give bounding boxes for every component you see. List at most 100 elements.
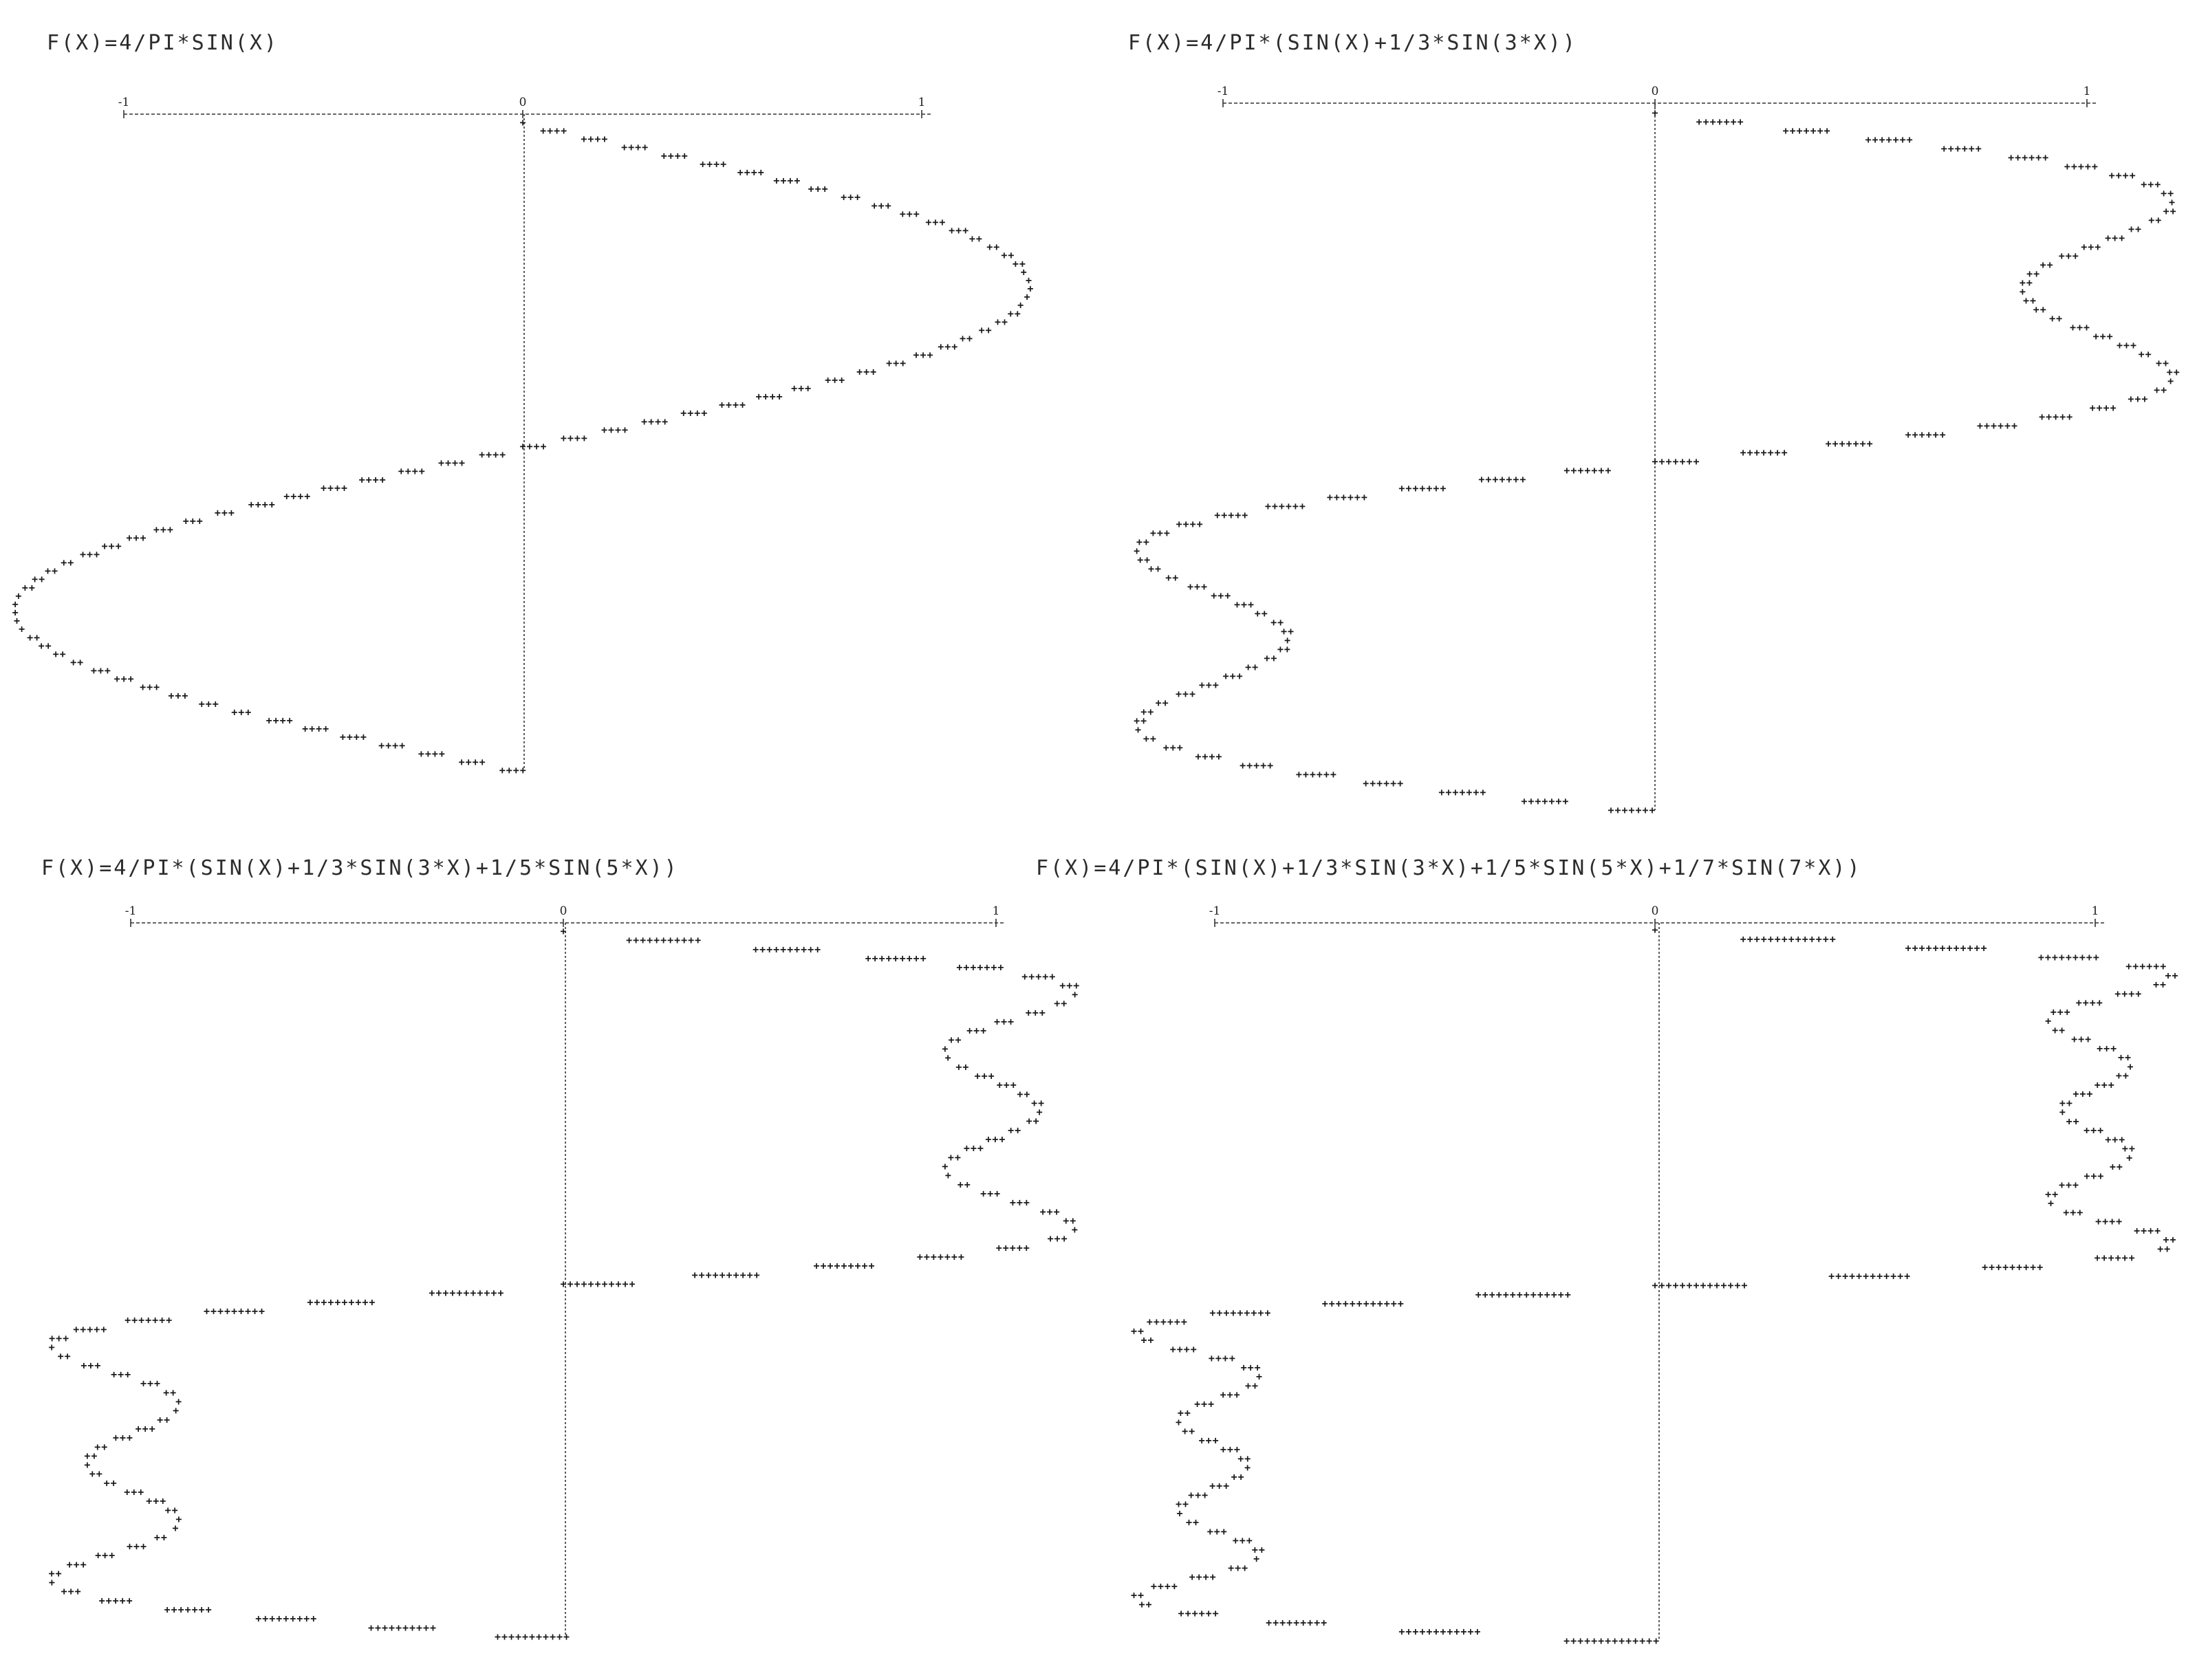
- plot-point: +: [1710, 116, 1716, 128]
- plot-point: +: [1176, 1498, 1182, 1510]
- plot-point: +: [2040, 303, 2046, 316]
- plot-point: +: [1412, 1626, 1418, 1638]
- plot-point: +: [1480, 786, 1486, 798]
- plot-point: +: [2077, 1206, 2083, 1219]
- plot-point: +: [1713, 1279, 1720, 1291]
- plot-point: +: [1252, 1379, 1258, 1392]
- plot-point: +: [1960, 942, 1967, 954]
- plot-point: +: [2059, 1024, 2065, 1036]
- plot-point: +: [1853, 437, 1859, 450]
- plot-point: +: [1189, 1571, 1195, 1583]
- plot-point: +: [111, 1368, 117, 1381]
- plot-point: +: [1810, 124, 1817, 137]
- plot-point: +: [409, 1622, 415, 1634]
- plot-point: +: [2045, 951, 2051, 963]
- plot-point: +: [2086, 951, 2092, 963]
- plot-point: +: [1329, 1298, 1335, 1310]
- plot-point: +: [2090, 1124, 2097, 1137]
- plot-point: +: [2097, 996, 2103, 1009]
- plot-point: +: [1221, 1525, 1227, 1538]
- plot-point: +: [2169, 196, 2175, 208]
- plot-point: +: [1215, 1352, 1222, 1364]
- plot-point: +: [1314, 1617, 1320, 1629]
- plot-point: +: [65, 1350, 71, 1362]
- plot-point: +: [648, 415, 654, 428]
- plot-point: +: [1021, 265, 1027, 278]
- plot-point: +: [893, 952, 899, 965]
- plot-point: +: [2155, 214, 2161, 226]
- plot-point: +: [958, 1251, 964, 1263]
- plot-point: +: [67, 1558, 73, 1571]
- plot-point: +: [228, 507, 235, 519]
- plot-point: +: [822, 183, 828, 195]
- plot-point: +: [1253, 1553, 1259, 1565]
- plot-point: +: [1260, 759, 1266, 772]
- plot-point: +: [321, 1296, 327, 1308]
- plot-point: +: [1989, 1261, 1995, 1274]
- plot-point: +: [310, 1613, 316, 1625]
- plot-point: +: [96, 1468, 102, 1480]
- plot-point: +: [1155, 563, 1161, 575]
- plot-point: +: [133, 532, 139, 544]
- plot-point: +: [152, 1314, 158, 1327]
- plot-point: +: [977, 1142, 984, 1155]
- plot-point: +: [1199, 1434, 1205, 1446]
- plot-point: +: [2059, 1179, 2065, 1191]
- plot-point: +: [841, 1260, 847, 1272]
- plot-point: +: [687, 407, 693, 419]
- plot-point: +: [1828, 1270, 1834, 1283]
- plot-point: +: [661, 149, 667, 162]
- plot-point: +: [39, 640, 45, 652]
- plot-point: +: [1238, 1470, 1244, 1483]
- plot-point: +: [116, 540, 122, 552]
- plot-point: +: [1134, 714, 1140, 727]
- plot-point: +: [1412, 482, 1418, 494]
- plot-point: +: [145, 1314, 151, 1327]
- plot-point: +: [479, 448, 485, 461]
- plot-point: +: [438, 457, 444, 469]
- plot-point: +: [1201, 1397, 1207, 1410]
- plot-point: +: [456, 1287, 462, 1299]
- plot-point: +: [1213, 679, 1219, 691]
- plot-point: +: [153, 1495, 159, 1507]
- plot-point: +: [886, 357, 892, 369]
- plot-point: +: [2097, 402, 2103, 414]
- plot-point: +: [160, 1495, 166, 1507]
- plot-point: +: [2163, 1234, 2169, 1246]
- plot-point: +: [938, 1251, 944, 1263]
- plot-point: +: [89, 1468, 96, 1480]
- plot-point: +: [1279, 1617, 1286, 1629]
- plot-point: +: [756, 391, 762, 403]
- plot-point: +: [495, 1630, 501, 1643]
- plot-point: +: [1830, 932, 1836, 945]
- plot-point: +: [484, 1287, 490, 1299]
- plot-point: +: [1577, 1635, 1583, 1647]
- plot-point: +: [931, 1251, 937, 1263]
- plot-point: +: [621, 141, 627, 153]
- plot-point: +: [1224, 589, 1231, 602]
- plot-point: +: [109, 540, 115, 552]
- plot-point: +: [1131, 1589, 1137, 1602]
- plot-point: +: [1182, 1498, 1189, 1510]
- plot-point: +: [1072, 1223, 1078, 1236]
- plot-point: +: [2064, 160, 2070, 173]
- plot-point: +: [766, 943, 772, 955]
- plot-point: +: [360, 731, 367, 743]
- plot-point: +: [986, 241, 993, 253]
- plot-point: +: [787, 943, 793, 955]
- plot-point: +: [856, 365, 863, 378]
- plot-point: +: [327, 1296, 334, 1308]
- plot-point: +: [841, 191, 847, 204]
- plot-point: +: [594, 133, 600, 145]
- plot-point: +: [951, 1251, 957, 1263]
- plot-point: +: [1323, 768, 1330, 781]
- plot-point: +: [1221, 509, 1227, 521]
- plot-point: +: [1158, 1580, 1164, 1593]
- plot-point: +: [2165, 969, 2171, 981]
- plot-point: +: [1140, 706, 1147, 718]
- plot-point: +: [1933, 428, 1939, 441]
- plot-point: +: [1144, 554, 1150, 566]
- plot-point: +: [719, 399, 725, 411]
- plot-point: +: [1499, 473, 1505, 486]
